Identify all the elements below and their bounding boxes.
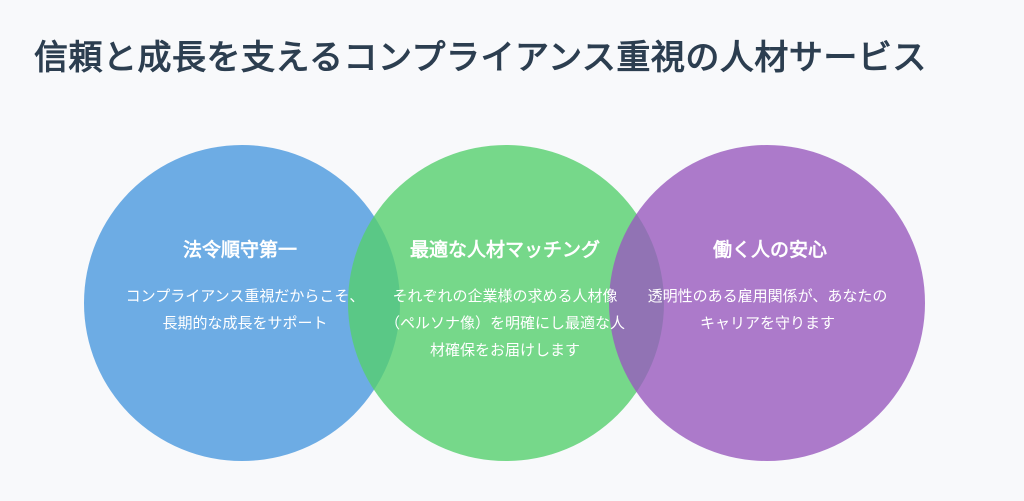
matching-title: 最適な人材マッチング bbox=[409, 239, 600, 261]
matching-description: それぞれの企業様の求める人材像（ペルソナ像）を明確にし最適な人材確保をお届けしま… bbox=[385, 287, 626, 359]
circle-peace-of-mind bbox=[609, 145, 925, 461]
compliance-title: 法令順守第一 bbox=[182, 239, 297, 261]
compliance-description: コンプライアンス重視だからこそ、長期的な成長をサポート bbox=[125, 287, 365, 332]
circle-compliance bbox=[84, 145, 400, 461]
peace-of-mind-title: 働く人の安心 bbox=[712, 239, 827, 261]
peace-of-mind-description: 透明性のある雇用関係が、あなたのキャリアを守ります bbox=[647, 287, 888, 332]
page-title: 信頼と成長を支えるコンプライアンス重視の人材サービス bbox=[34, 38, 927, 78]
